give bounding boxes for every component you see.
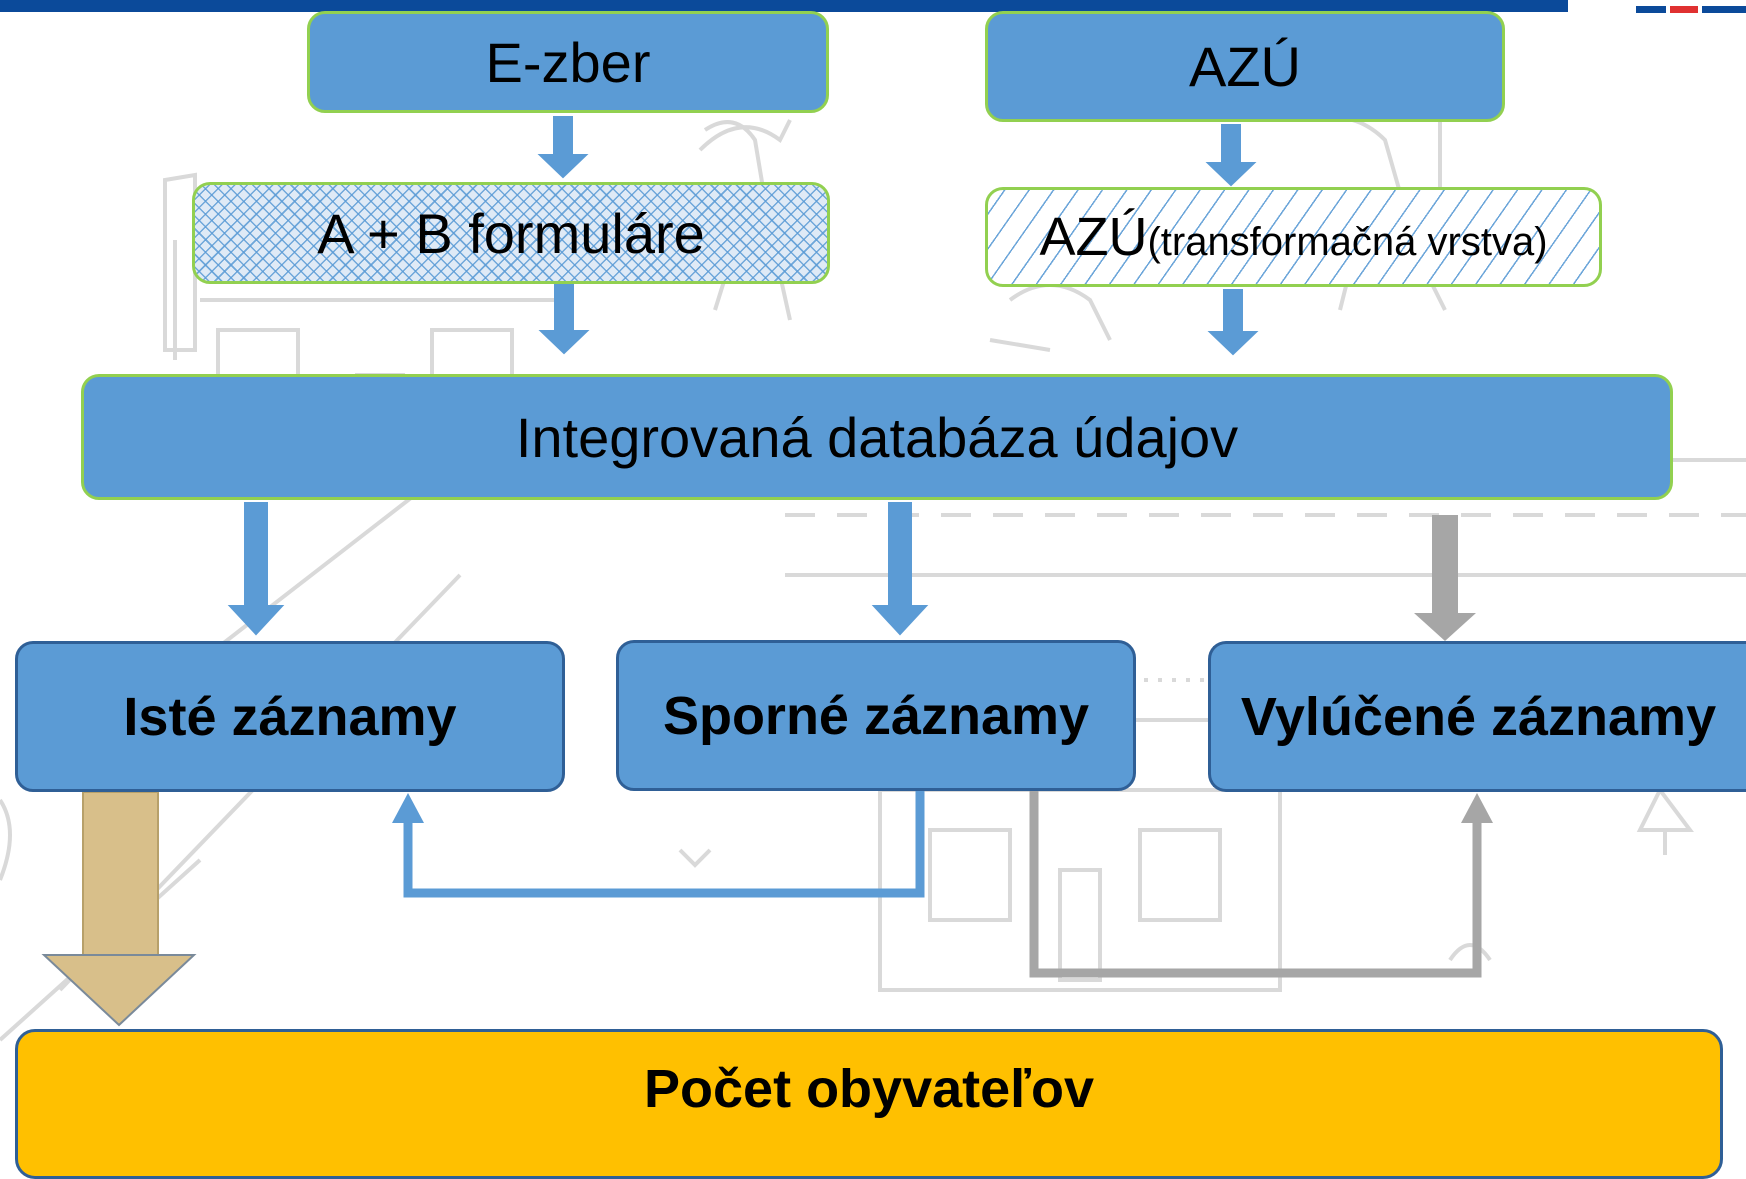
node-ezber: E-zber	[307, 11, 829, 113]
arrow-azu-to-layer	[1205, 124, 1257, 187]
arrow-disputed-to-certain	[403, 790, 925, 898]
node-certain-label: Isté záznamy	[123, 686, 457, 747]
top-banner-bar	[0, 0, 1568, 12]
arrow-layer-to-database	[1207, 289, 1259, 356]
node-population-label: Počet obyvateľov	[644, 1059, 1094, 1119]
node-database-label: Integrovaná databáza údajov	[515, 405, 1239, 469]
node-excluded: Vylúčené záznamy	[1208, 641, 1746, 792]
node-azu-transformation-layer: AZÚ(transformačná vrstva)	[985, 187, 1602, 287]
arrow-disputed-to-certain-head	[392, 793, 424, 823]
node-database: Integrovaná databáza údajov	[81, 374, 1673, 500]
node-disputed: Sporné záznamy	[616, 640, 1136, 791]
logo-icon	[1636, 6, 1746, 13]
arrow-certain-to-population	[41, 791, 197, 1027]
node-disputed-label: Sporné záznamy	[662, 685, 1090, 746]
arrow-disputed-to-excluded	[1029, 790, 1482, 978]
node-formulare: A + B formuláre	[192, 182, 830, 284]
node-azu-label: AZÚ	[1189, 35, 1301, 98]
node-azu: AZÚ	[985, 11, 1505, 122]
node-azu-layer-label: AZÚ(transformačná vrstva)	[1039, 206, 1547, 268]
node-excluded-label: Vylúčené záznamy	[1240, 686, 1717, 747]
node-formulare-label: A + B formuláre	[317, 201, 705, 265]
arrow-database-to-disputed	[871, 502, 929, 636]
arrow-database-to-excluded	[1414, 515, 1476, 641]
arrow-ezber-to-formulare	[537, 116, 589, 179]
arrow-formulare-to-database	[538, 284, 590, 355]
node-certain: Isté záznamy	[15, 641, 565, 792]
node-ezber-label: E-zber	[485, 30, 651, 94]
node-population: Počet obyvateľov	[15, 1029, 1723, 1179]
arrow-disputed-to-excluded-head	[1461, 793, 1493, 823]
node-azu-layer-main: AZÚ	[1039, 207, 1148, 267]
node-azu-layer-sub: (transformačná vrstva)	[1147, 220, 1548, 264]
arrow-database-to-certain	[227, 502, 285, 636]
